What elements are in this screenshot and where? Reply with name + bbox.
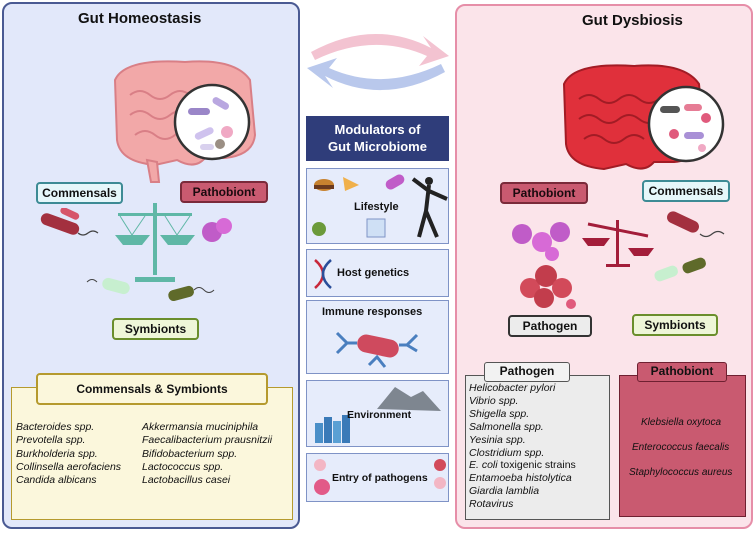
- symbionts-tag: Symbionts: [112, 318, 199, 340]
- list-item: Burkholderia spp.: [16, 447, 98, 460]
- list-item: Faecalibacterium prausnitzii: [142, 434, 273, 447]
- microbe-magnifier-icon: [173, 83, 251, 161]
- modulators-title-line1: Modulators of: [334, 122, 421, 137]
- list-item: Collinsella aerofaciens: [16, 460, 122, 473]
- pathogen-list-box: [465, 375, 610, 520]
- list-item: Bifidobacterium spp.: [142, 447, 238, 460]
- list-item-suffix: toxigenic strains: [500, 459, 576, 472]
- list-item: Salmonella spp.: [469, 420, 544, 433]
- lifestyle-box: Lifestyle: [306, 168, 449, 244]
- dysbiosis-symbionts-tag: Symbionts: [632, 314, 718, 336]
- dysbiosis-symbiont-icon: [654, 257, 706, 282]
- cycle-arrows-icon: [307, 33, 449, 91]
- list-item-name: E. coli: [469, 459, 498, 472]
- pathobiont-list: Klebsiella oxytoca Enterococcus faecalis…: [629, 410, 732, 485]
- symbiont-bacteria-icon: [86, 277, 130, 295]
- list-item: Helicobacter pylori: [469, 382, 556, 394]
- pathogen-cluster-icon: [520, 265, 576, 309]
- list-item: Candida albicans: [16, 474, 97, 487]
- pathogen-list-title: Pathogen: [484, 362, 570, 382]
- list-item: Lactobacillus casei: [142, 474, 231, 487]
- environment-label: Environment: [347, 409, 412, 421]
- pathobiont-tag: Pathobiont: [180, 181, 268, 203]
- list-item: Bacteroides spp.: [16, 421, 95, 433]
- commensal-rod-icon: [667, 211, 725, 238]
- entry-of-pathogens-box: Entry of pathogens: [306, 453, 449, 502]
- commensals-symbionts-list-title: Commensals & Symbionts: [36, 373, 268, 405]
- dysbiosis-commensals-tag: Commensals: [642, 180, 730, 202]
- dysbiosis-pathobiont-tag: Pathobiont: [500, 182, 588, 204]
- list-item: Rotavirus: [469, 498, 514, 511]
- pathogen-list: Helicobacter pylori Vibrio spp. Shigella…: [469, 382, 576, 511]
- immune-responses-label: Immune responses: [322, 306, 423, 318]
- balanced-scale-icon: [115, 203, 195, 282]
- list-item: Giardia lamblia: [469, 485, 540, 498]
- commensals-symbionts-list-box: [11, 387, 293, 520]
- dysbiosis-title: Gut Dysbiosis: [582, 12, 683, 29]
- list-item: E. coli toxigenic strains: [469, 459, 576, 472]
- modulators-title: Modulators of Gut Microbiome: [306, 116, 449, 161]
- tipped-scale-icon: [582, 220, 654, 267]
- list-item: Lactococcus spp.: [142, 460, 224, 473]
- pathobiont-list-box: [619, 375, 746, 517]
- environment-box: Environment: [306, 380, 449, 447]
- modulators-title-line2: Gut Microbiome: [328, 139, 427, 154]
- list-item: Prevotella spp.: [16, 434, 86, 447]
- lifestyle-icons: [312, 174, 448, 238]
- list-item: Shigella spp.: [469, 407, 530, 420]
- host-genetics-label: Host genetics: [337, 267, 410, 279]
- commensals-list-col1: Bacteroides spp. Prevotella spp. Burkhol…: [16, 421, 121, 487]
- pathobiont-list-title: Pathobiont: [637, 362, 727, 382]
- environment-icons: [315, 387, 441, 443]
- list-item: Akkermansia muciniphila: [142, 421, 259, 433]
- host-genetics-box: Host genetics: [306, 249, 449, 297]
- list-item: Klebsiella oxytoca: [641, 417, 722, 428]
- commensals-list-col2: Akkermansia muciniphila Faecalibacterium…: [142, 421, 272, 487]
- antibody-pathogen-icon: [335, 331, 419, 368]
- pathogen-cell-icon: [434, 459, 446, 489]
- list-item: Vibrio spp.: [469, 394, 519, 407]
- cocci-pathobiont-icon: [202, 218, 232, 242]
- list-item: Enterococcus faecalis: [632, 442, 730, 453]
- virus-icon: [314, 459, 330, 495]
- list-item: Staphylococcus aureus: [629, 467, 733, 478]
- rod-bacteria-icon: [40, 208, 99, 236]
- dna-icon: [314, 259, 332, 289]
- lifestyle-label: Lifestyle: [354, 201, 399, 213]
- homeostasis-title: Gut Homeostasis: [78, 10, 202, 27]
- list-item: Yesinia spp.: [469, 433, 526, 446]
- immune-responses-box: Immune responses: [306, 300, 449, 374]
- entry-of-pathogens-label: Entry of pathogens: [332, 472, 428, 484]
- commensals-tag: Commensals: [36, 182, 123, 204]
- symbiont-bacteria-dark-icon: [168, 285, 215, 302]
- dysbiosis-magnifier-icon: [647, 85, 725, 163]
- pathogen-tag: Pathogen: [508, 315, 592, 337]
- list-item: Clostridium spp.: [469, 446, 545, 459]
- list-item: Entamoeba histolytica: [469, 472, 572, 485]
- pathobiont-cocci-cluster-icon: [512, 222, 570, 261]
